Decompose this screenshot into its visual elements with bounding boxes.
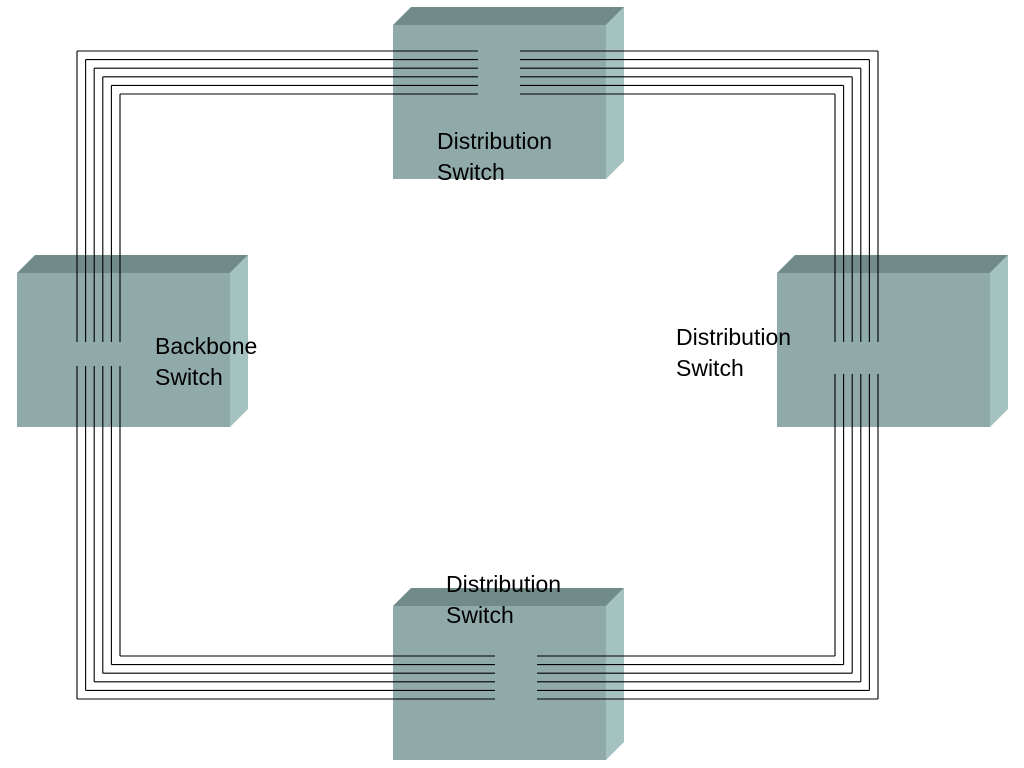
switch-top-face — [777, 255, 1008, 273]
switch-front-face — [777, 273, 990, 427]
label-line: Distribution — [446, 571, 562, 597]
right-distribution-switch — [777, 255, 1008, 427]
label-line: Switch — [446, 602, 514, 628]
backbone-switch-label: Backbone Switch — [155, 331, 257, 393]
switch-top-face — [393, 588, 624, 606]
switch-side-face — [230, 255, 248, 427]
right-distribution-switch-label: Distribution Switch — [676, 322, 791, 384]
label-line: Switch — [155, 364, 223, 390]
backbone-switch — [17, 255, 248, 427]
switch-side-face — [606, 588, 624, 760]
label-line: Switch — [437, 159, 505, 185]
switch-front-face — [393, 606, 606, 760]
switch-front-face — [17, 273, 230, 427]
label-line: Switch — [676, 355, 744, 381]
switch-top-face — [393, 7, 624, 25]
top-distribution-switch-label: Distribution Switch — [437, 126, 552, 188]
cable-ring — [76, 50, 879, 700]
switch-side-face — [990, 255, 1008, 427]
label-line: Backbone — [155, 333, 258, 359]
label-line: Distribution — [437, 128, 553, 154]
bottom-distribution-switch-label: Distribution Switch — [446, 569, 561, 631]
switch-top-face — [17, 255, 248, 273]
switch-side-face — [606, 7, 624, 179]
label-line: Distribution — [676, 324, 792, 350]
bottom-distribution-switch — [393, 588, 624, 760]
